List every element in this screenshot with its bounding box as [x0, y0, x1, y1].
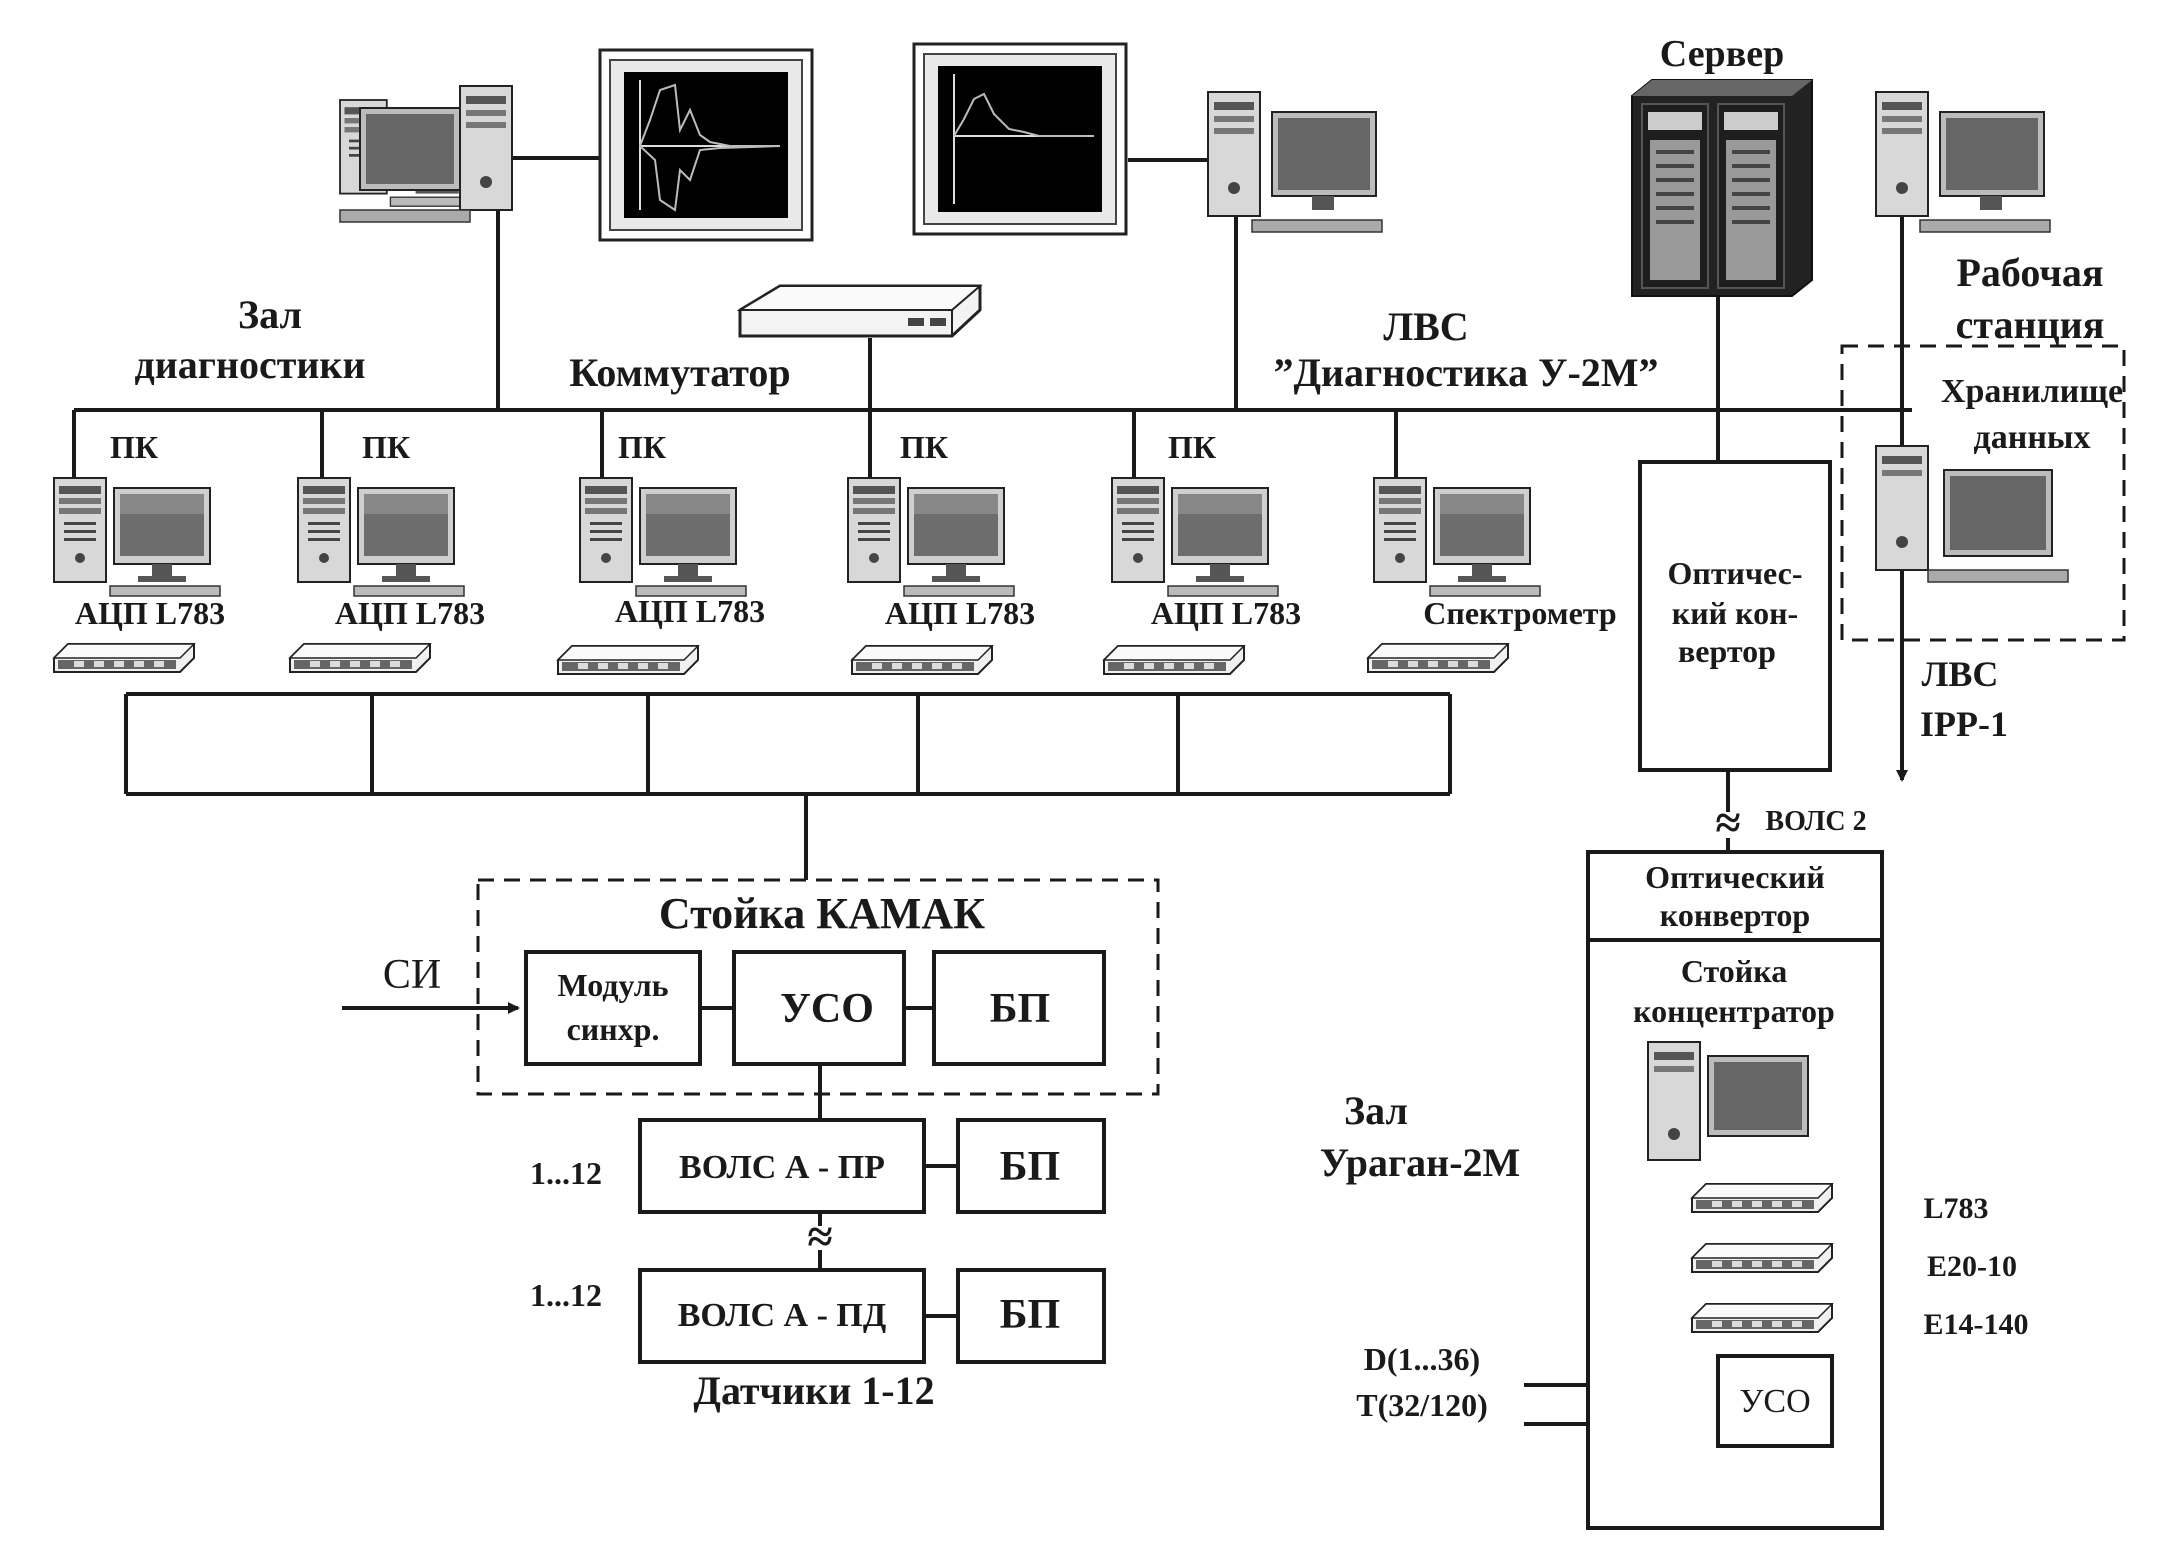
- adc-label: АЦП L783: [75, 595, 225, 631]
- pc-label: ПК: [1168, 429, 1216, 465]
- range-label: 1...12: [530, 1277, 602, 1313]
- workstation-label: станция: [1956, 302, 2105, 347]
- oscilloscope-monitor-icon: [912, 42, 1128, 236]
- pc-row: [53, 477, 1541, 597]
- adc-module-icon: [289, 643, 431, 673]
- server-rack-icon: [1631, 79, 1813, 297]
- uso-small-label: УСО: [1739, 1383, 1810, 1420]
- hall-uragan-label: Зал: [1344, 1088, 1408, 1133]
- hall-diag-label: Зал: [238, 292, 302, 337]
- fiber-break-symbol: ≈: [1715, 797, 1740, 848]
- sync-label: Модуль: [557, 967, 668, 1003]
- t-input-label: T(32/120): [1356, 1387, 1488, 1423]
- hall-diag-label: диагностики: [134, 342, 365, 387]
- workstation-label: Рабочая: [1956, 250, 2103, 295]
- fiber2-label: ВОЛС 2: [1765, 806, 1866, 837]
- bp-label: БП: [990, 986, 1050, 1032]
- server-label: Сервер: [1660, 33, 1784, 75]
- fiber-rx-label: ВОЛС А - ПД: [678, 1297, 887, 1334]
- opt-conv-b-label: конвертор: [1660, 897, 1810, 933]
- adc-module-icon: [557, 645, 699, 675]
- adc-row: [53, 643, 1509, 675]
- fiber-tx-box: [638, 1118, 926, 1214]
- computer-icon: [53, 477, 221, 597]
- power-supply-box: [932, 950, 1106, 1066]
- top-left-computer: [339, 85, 513, 223]
- bp-label: БП: [1000, 1292, 1060, 1338]
- bp-label: БП: [1000, 1144, 1060, 1190]
- concentrator-computer: [1647, 1041, 1809, 1161]
- computer-icon: [1111, 477, 1279, 597]
- lan-out-label: ЛВС: [1922, 654, 1999, 694]
- network-switch-icon: [736, 284, 983, 338]
- opt-conv-label: Оптичес-: [1668, 555, 1803, 591]
- top-right-computer: [1207, 91, 1383, 233]
- pc-label: ПК: [618, 429, 666, 465]
- workstation-computer: [1875, 91, 2051, 233]
- lan-label: ”Диагностика У-2М”: [1273, 350, 1658, 395]
- oscilloscope-monitor-icon: [598, 48, 814, 242]
- fiber-tx-label: ВОЛС А - ПР: [679, 1149, 885, 1186]
- module-label: E20-10: [1927, 1250, 2017, 1283]
- adc-module-icon: [53, 643, 195, 673]
- lan-label: ЛВС: [1383, 304, 1468, 349]
- adc-module-icon: [1691, 1243, 1833, 1273]
- camac-label: Стойка КАМАК: [659, 889, 985, 938]
- power-supply-box: [956, 1268, 1106, 1364]
- computer-icon: [1373, 477, 1541, 597]
- adc-label: АЦП L783: [885, 595, 1035, 631]
- sync-label: синхр.: [567, 1011, 660, 1047]
- pc-label: ПК: [362, 429, 410, 465]
- opt-conv-label: кий кон-: [1672, 595, 1798, 631]
- si-label: СИ: [383, 952, 441, 998]
- adc-label: АЦП L783: [335, 595, 485, 631]
- storage-computer: [1875, 445, 2069, 583]
- adc-module-icon: [1691, 1183, 1833, 1213]
- sensors-label: Датчики 1-12: [693, 1368, 934, 1413]
- storage-group-box: [1840, 344, 2126, 642]
- power-supply-box: [956, 1118, 1106, 1214]
- optical-converter-box: [1638, 460, 1832, 772]
- d-input-label: D(1...36): [1364, 1341, 1480, 1377]
- adc-module-icon: [851, 645, 993, 675]
- computer-icon: [847, 477, 1015, 597]
- adc-label: АЦП L783: [615, 593, 765, 629]
- spectrometer-label: Спектрометр: [1423, 595, 1616, 631]
- adc-module-icon: [1103, 645, 1245, 675]
- uso-small-box: [1716, 1354, 1834, 1448]
- fiber-break-symbol: ≈: [807, 1211, 832, 1262]
- adc-label: АЦП L783: [1151, 595, 1301, 631]
- rack-conc-label: концентратор: [1633, 993, 1835, 1029]
- sync-module-box: [524, 950, 702, 1066]
- switch-label: Коммутатор: [569, 350, 790, 395]
- adc-module-icon: [1691, 1303, 1833, 1333]
- pc-label: ПК: [110, 429, 158, 465]
- module-label: L783: [1923, 1192, 1988, 1225]
- rack-conc-label: Стойка: [1681, 953, 1787, 989]
- range-label: 1...12: [530, 1155, 602, 1191]
- opt-conv-b-label: Оптический: [1645, 859, 1825, 895]
- opt-conv-label: вертор: [1678, 633, 1776, 669]
- adc-module-icon: [1367, 643, 1509, 673]
- computer-icon: [297, 477, 465, 597]
- camac-rack-box: [476, 878, 1160, 1096]
- network-lines: [72, 156, 1912, 1390]
- uso-label: УСО: [780, 986, 874, 1032]
- fiber-rx-box: [638, 1268, 926, 1364]
- storage-label: данных: [1974, 419, 2091, 456]
- hall-uragan-label: Ураган-2М: [1320, 1140, 1521, 1185]
- uso-box: [732, 950, 906, 1066]
- storage-label: Хранилище: [1941, 373, 2123, 410]
- lan-out-label: IPP-1: [1920, 704, 2008, 744]
- pc-label: ПК: [900, 429, 948, 465]
- computer-icon: [579, 477, 747, 597]
- module-label: E14-140: [1924, 1308, 2029, 1341]
